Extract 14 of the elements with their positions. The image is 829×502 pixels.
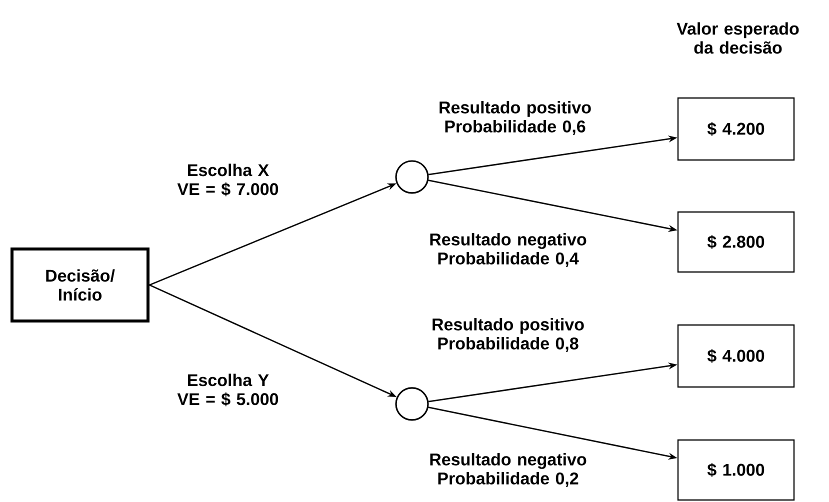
decision-box: Decisão/ Início — [10, 247, 150, 322]
edge-label: Resultado negativo Probabilidade 0,2 — [430, 453, 586, 487]
column-heading: Valor esperado da decisão — [676, 22, 799, 54]
edge-label: Escolha X VE = $ 7.000 — [177, 164, 278, 196]
edge-label: Resultado positivo Probabilidade 0,6 — [440, 101, 591, 135]
outcome-box: $ 4.000 — [677, 324, 795, 388]
edge-label: Escolha Y VE = $ 5.000 — [177, 374, 278, 406]
edge-label: Resultado positivo Probabilidade 0,8 — [432, 318, 584, 352]
outcome-box: $ 2.800 — [677, 211, 795, 273]
outcome-box: $ 1.000 — [677, 439, 795, 501]
chance-circle — [395, 387, 429, 421]
edge-label: Resultado negativo Probabilidade 0,4 — [430, 233, 586, 267]
outcome-box: $ 4.200 — [677, 97, 795, 161]
chance-circle — [395, 160, 429, 194]
